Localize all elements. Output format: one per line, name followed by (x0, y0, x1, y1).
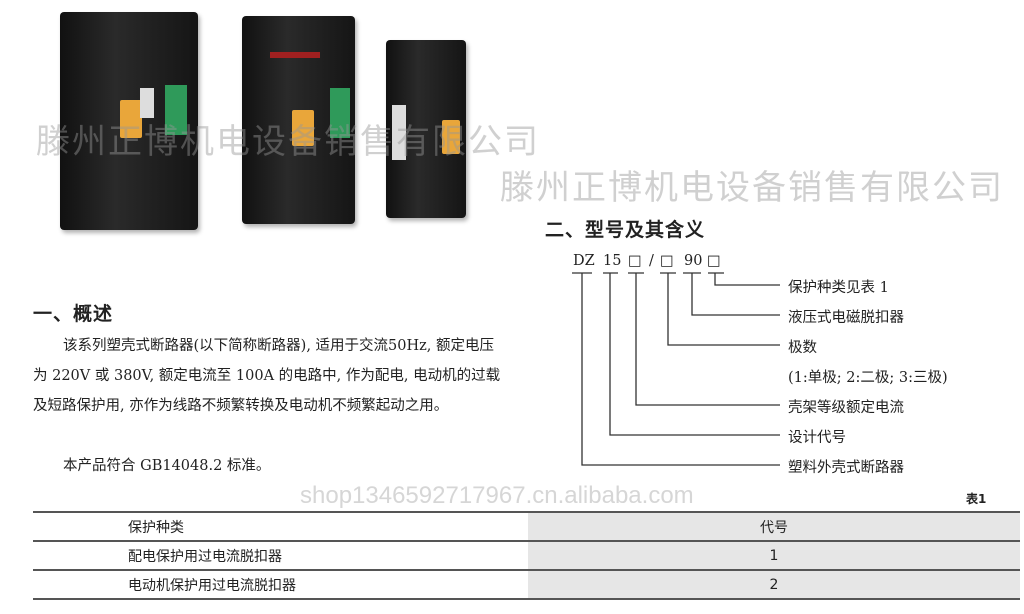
code-box-poles: □ (660, 253, 674, 269)
label-poles-detail: (1:单极; 2:二极; 3:三极) (788, 370, 948, 386)
label-frame-current: 壳架等级额定电流 (788, 400, 904, 416)
standard-text: 本产品符合 GB14048.2 标准。 (63, 458, 271, 474)
table-caption: 表1 (966, 492, 987, 506)
cell-type: 电动机保护用过电流脱扣器 (33, 570, 528, 600)
code-box-frame: □ (628, 253, 642, 269)
table-row: 电动机保护用过电流脱扣器 2 (33, 570, 1020, 600)
cell-code: 1 (528, 541, 1020, 571)
table-header-row: 保护种类 代号 (33, 511, 1020, 542)
watermark: 滕州正博机电设备销售有限公司 (500, 168, 1004, 208)
watermark-url: shop1346592717967.cn.alibaba.com (300, 482, 694, 509)
code-box-protection: □ (707, 253, 721, 269)
label-protection-type: 保护种类见表 1 (788, 280, 889, 296)
header-protection-type: 保护种类 (33, 511, 528, 542)
label-release: 液压式电磁脱扣器 (788, 310, 904, 326)
protection-type-table: 保护种类 代号 配电保护用过电流脱扣器 1 电动机保护用过电流脱扣器 2 (33, 511, 1020, 600)
table-row: 配电保护用过电流脱扣器 1 (33, 541, 1020, 571)
section-title-overview: 一、概述 (33, 303, 114, 325)
cell-type: 配电保护用过电流脱扣器 (33, 541, 528, 571)
overview-paragraph: 该系列塑壳式断路器(以下简称断路器), 适用于交流50Hz, 额定电压为 220… (33, 338, 501, 414)
section-title-model: 二、型号及其含义 (545, 219, 706, 241)
label-mccb: 塑料外壳式断路器 (788, 460, 904, 476)
cell-code: 2 (528, 570, 1020, 600)
code-15: 15 (603, 253, 622, 269)
code-dz: DZ (573, 253, 595, 269)
label-poles: 极数 (788, 340, 817, 356)
code-slash: / (649, 253, 654, 269)
header-code: 代号 (528, 511, 1020, 542)
watermark: 滕州正博机电设备销售有限公司 (36, 122, 540, 162)
code-90: 90 (684, 253, 703, 269)
label-design-code: 设计代号 (788, 430, 846, 446)
